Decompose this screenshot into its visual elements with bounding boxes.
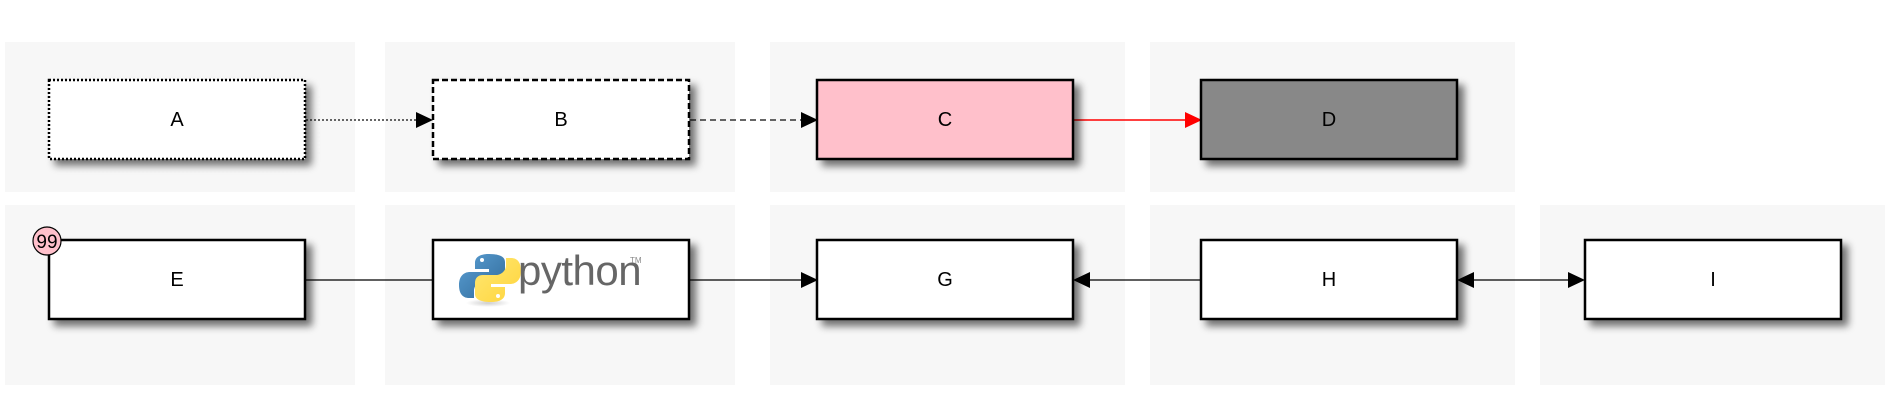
node-a[interactable]: A bbox=[47, 78, 307, 161]
node-b[interactable]: B bbox=[431, 78, 691, 161]
edge-f-g-arrowhead bbox=[801, 272, 818, 288]
node-i[interactable]: I bbox=[1583, 238, 1843, 321]
node-i-label: I bbox=[1710, 269, 1716, 291]
node-g[interactable]: G bbox=[815, 238, 1075, 321]
python-logo-tm: TM bbox=[630, 256, 642, 265]
badge: 99 bbox=[32, 226, 62, 256]
node-h-label: H bbox=[1322, 269, 1336, 291]
node-d[interactable]: D bbox=[1199, 78, 1459, 161]
node-g-label: G bbox=[937, 269, 953, 291]
node-c-label: C bbox=[938, 109, 952, 131]
python-logo-icon: python TM bbox=[459, 247, 642, 307]
python-logo-text: python bbox=[518, 247, 641, 294]
node-b-label: B bbox=[554, 109, 567, 131]
node-h[interactable]: H bbox=[1199, 238, 1459, 321]
node-c[interactable]: C bbox=[815, 78, 1075, 161]
edges bbox=[306, 112, 1585, 288]
edge-a-b-arrowhead bbox=[416, 112, 433, 128]
edge-h-i-arrowhead-start bbox=[1457, 272, 1474, 288]
edge-c-d-arrowhead bbox=[1185, 112, 1202, 128]
edge-b-c-arrowhead bbox=[801, 112, 818, 128]
node-d-label: D bbox=[1322, 109, 1336, 131]
edge-h-i-arrowhead-end bbox=[1568, 272, 1585, 288]
node-f[interactable]: python TM bbox=[431, 238, 691, 321]
node-e-label: E bbox=[170, 269, 183, 291]
badge-count: 99 bbox=[36, 232, 57, 253]
edge-h-g-arrowhead bbox=[1073, 272, 1090, 288]
node-a-label: A bbox=[170, 109, 184, 131]
node-e[interactable]: E bbox=[47, 238, 307, 321]
